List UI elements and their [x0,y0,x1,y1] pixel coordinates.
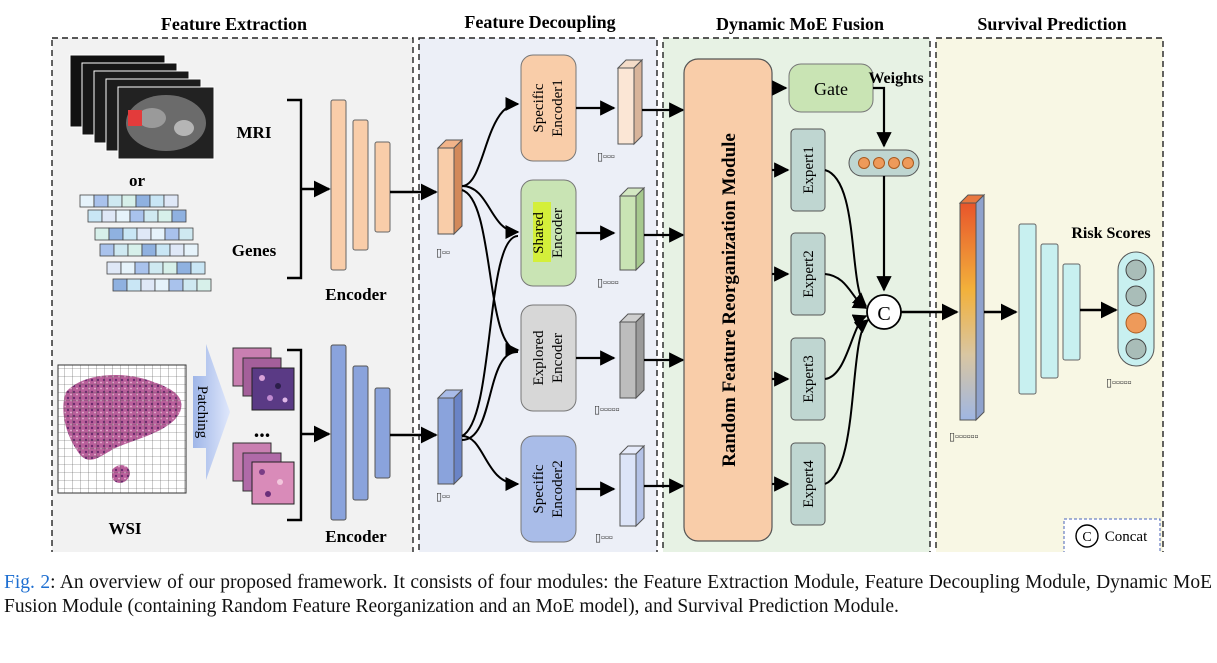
expert-2: Expert2 [790,232,826,316]
decoupling-branches [461,97,520,491]
input-bracket-bottom [287,348,303,522]
explored-feature-vector [618,312,646,400]
specific-encoder2: Specific Encoder2 [520,435,577,543]
encoder-bottom [330,344,391,521]
svg-text:Encoder1: Encoder1 [550,79,566,136]
svg-text:Explored: Explored [531,330,547,385]
expert-1: Expert1 [790,128,826,212]
specific-feature2-vector [618,444,646,528]
figure-number: Fig. 2 [4,572,51,593]
svg-text:Expert2: Expert2 [801,250,817,297]
concat-operator-symbol: C [877,303,890,325]
feature-vector-top-symbol: ▯▫▫ [436,247,450,259]
specific-feature1-symbol: ▯▫▫▫ [597,151,615,163]
encoder-bottom-label: Encoder [325,527,387,546]
shared-feature-symbol: ▯▫▫▫▫ [597,277,619,289]
shared-encoder: Shared Encoder [520,179,577,287]
genes-blocks [79,194,212,292]
risk-scores-vector [1117,251,1155,367]
genes-label: Genes [232,241,277,260]
wsi-patches [232,347,295,505]
svg-text:Specific: Specific [531,464,547,513]
svg-text:Encoder2: Encoder2 [550,460,566,517]
feature-vector-top [436,138,464,236]
weights-vector [848,149,920,177]
patching-arrow [193,344,230,480]
framework-diagram: Feature Extraction Feature Decoupling Dy… [51,12,1164,552]
patches-ellipsis: ... [254,417,271,442]
risk-scores-label: Risk Scores [1071,225,1150,242]
weights-label: Weights [868,70,923,87]
explored-feature-symbol: ▯▫▫▫▫▫ [594,404,620,416]
mri-label: MRI [237,123,272,142]
input-bracket-top [287,98,303,280]
encoder-top [330,99,391,271]
expert-4: Expert4 [790,442,826,526]
expert-to-concat-curves [824,169,870,485]
mri-image-stack [69,54,215,160]
wsi-slide [57,364,187,494]
expert-3: Expert3 [790,337,826,421]
svg-text:Encoder: Encoder [550,333,566,383]
risk-scores-symbol: ▯▫▫▫▫▫ [1106,377,1132,389]
section-title-decoupling: Feature Decoupling [464,12,615,32]
svg-text:Expert1: Expert1 [801,146,817,193]
encoder-top-label: Encoder [325,285,387,304]
patching-label: Patching [194,386,210,439]
svg-text:Expert4: Expert4 [801,460,817,508]
section-title-prediction: Survival Prediction [977,14,1126,34]
gate-label: Gate [814,79,848,99]
specific-feature2-symbol: ▯▫▫▫ [595,532,613,544]
caption-text: : An overview of our proposed framework.… [4,572,1213,617]
explored-encoder: Explored Encoder [520,304,577,412]
wsi-label: WSI [108,519,141,538]
svg-text:Shared: Shared [531,212,547,254]
svg-text:Expert3: Expert3 [801,355,817,402]
fused-feature-symbol: ▯▫▫▫▫▫▫ [949,431,979,443]
random-feature-reorganization-module [683,58,773,542]
feature-vector-bottom-symbol: ▯▫▫ [436,491,450,503]
svg-text:Specific: Specific [531,83,547,132]
concat-legend: C Concat [1063,518,1161,552]
svg-text:Encoder: Encoder [550,208,566,258]
fused-feature-vector [958,193,986,422]
specific-encoder1: Specific Encoder1 [520,54,577,162]
prediction-network [1018,223,1081,395]
legend-concat-symbol: C [1082,530,1091,545]
or-label: or [129,171,146,190]
specific-feature1-vector [616,58,644,146]
legend-concat-label: Concat [1105,529,1148,545]
section-title-fusion: Dynamic MoE Fusion [716,14,884,34]
figure-caption: Fig. 2: An overview of our proposed fram… [4,571,1212,619]
rfr-label: Random Feature Reorganization Module [719,133,740,467]
feature-vector-bottom [436,388,464,486]
section-title-extraction: Feature Extraction [161,14,307,34]
shared-feature-vector [618,186,646,272]
